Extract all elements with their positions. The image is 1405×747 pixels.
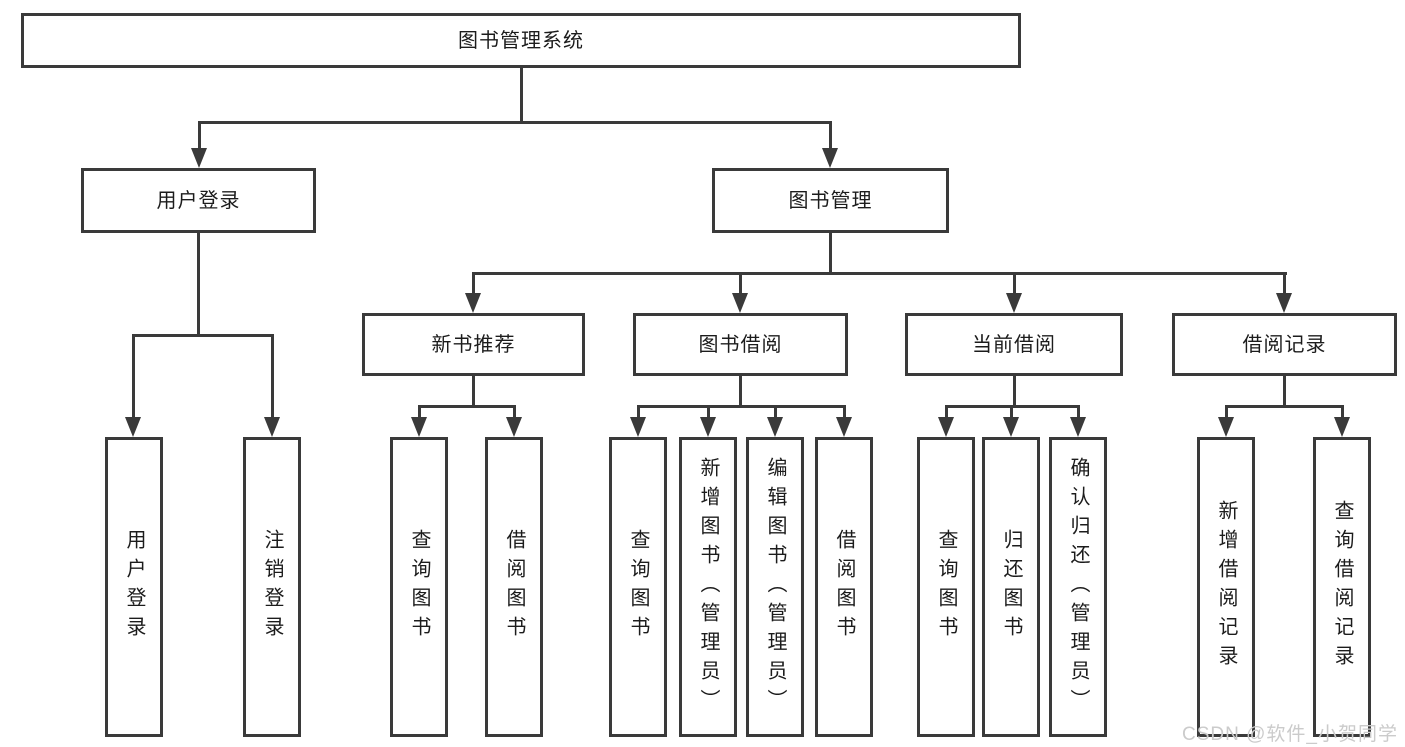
connector-line (739, 272, 742, 296)
leaf-borrow-books-recommend: 借阅图书 (485, 437, 543, 737)
connector-line (707, 405, 710, 421)
connector-line (637, 405, 845, 408)
connector-line (513, 405, 516, 421)
arrow-down-icon (465, 293, 481, 313)
arrow-down-icon (1070, 417, 1086, 437)
leaf-confirm-return-admin: 确认归还（管理员） (1049, 437, 1107, 737)
leaf-query-books-current: 查询图书 (917, 437, 975, 737)
arrow-down-icon (1276, 293, 1292, 313)
leaf-user-login: 用户登录 (105, 437, 163, 737)
connector-line (271, 334, 274, 420)
connector-line (418, 405, 515, 408)
connector-line (1013, 376, 1016, 408)
connector-line (132, 334, 135, 420)
leaf-borrow-books: 借阅图书 (815, 437, 873, 737)
leaf-query-books-recommend: 查询图书 (390, 437, 448, 737)
connector-line (198, 121, 832, 124)
connector-line (637, 405, 640, 421)
arrow-down-icon (1003, 417, 1019, 437)
node-book-borrowing: 图书借阅 (633, 313, 848, 376)
connector-line (418, 405, 421, 421)
connector-line (1283, 272, 1286, 296)
connector-line (1225, 405, 1343, 408)
arrow-down-icon (630, 417, 646, 437)
arrow-down-icon (264, 417, 280, 437)
connector-line (1341, 405, 1344, 421)
connector-line (1010, 405, 1013, 421)
leaf-logout: 注销登录 (243, 437, 301, 737)
connector-line (472, 376, 475, 408)
leaf-query-borrow-record: 查询借阅记录 (1313, 437, 1371, 737)
node-current-borrowing: 当前借阅 (905, 313, 1123, 376)
arrow-down-icon (836, 417, 852, 437)
connector-line (843, 405, 846, 421)
arrow-down-icon (767, 417, 783, 437)
arrow-down-icon (1006, 293, 1022, 313)
arrow-down-icon (732, 293, 748, 313)
leaf-edit-books-admin: 编辑图书（管理员） (746, 437, 804, 737)
arrow-down-icon (411, 417, 427, 437)
arrow-down-icon (1334, 417, 1350, 437)
arrow-down-icon (1218, 417, 1234, 437)
connector-line (774, 405, 777, 421)
connector-line (1077, 405, 1080, 421)
leaf-return-books: 归还图书 (982, 437, 1040, 737)
node-borrowing-records: 借阅记录 (1172, 313, 1397, 376)
connector-line (472, 272, 475, 296)
node-new-book-recommend: 新书推荐 (362, 313, 585, 376)
connector-line (198, 121, 201, 151)
connector-line (472, 272, 1287, 275)
connector-line (197, 233, 200, 337)
node-library-system: 图书管理系统 (21, 13, 1021, 68)
connector-line (132, 334, 274, 337)
node-book-management: 图书管理 (712, 168, 949, 233)
leaf-query-books-borrow: 查询图书 (609, 437, 667, 737)
connector-line (829, 233, 832, 275)
arrow-down-icon (822, 148, 838, 168)
connector-line (1283, 376, 1286, 408)
connector-line (829, 121, 832, 151)
connector-line (945, 405, 948, 421)
connector-line (520, 68, 523, 124)
arrow-down-icon (125, 417, 141, 437)
connector-line (739, 376, 742, 408)
arrow-down-icon (938, 417, 954, 437)
connector-line (1013, 272, 1016, 296)
arrow-down-icon (700, 417, 716, 437)
node-user-login: 用户登录 (81, 168, 316, 233)
connector-line (1225, 405, 1228, 421)
arrow-down-icon (191, 148, 207, 168)
leaf-add-borrow-record: 新增借阅记录 (1197, 437, 1255, 737)
arrow-down-icon (506, 417, 522, 437)
csdn-watermark: CSDN @软件_小贺同学 (1182, 724, 1398, 745)
leaf-add-books-admin: 新增图书（管理员） (679, 437, 737, 737)
